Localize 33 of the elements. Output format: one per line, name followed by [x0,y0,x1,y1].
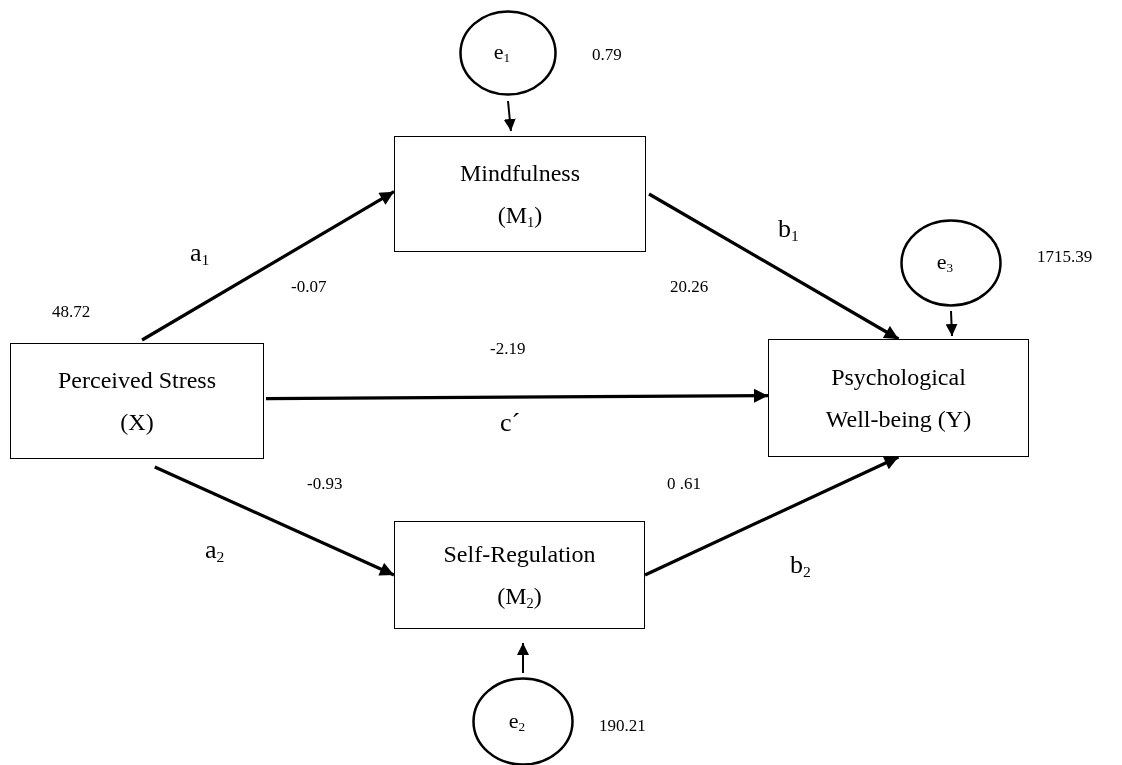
variable-label: Mindfulness (M$_{1}$) [459,159,581,232]
coefficient-value: -2.19 [490,339,526,359]
variable-label: Self-Regulation (M$_{2}$) [442,540,597,613]
variance-value: 48.72 [52,302,91,322]
path-arrow [141,190,395,342]
variable-label: Perceived Stress (X) [57,366,217,437]
variable-box [768,339,1029,457]
coefficient-value: 0 .61 [667,474,701,494]
path-arrow [266,388,768,403]
path-label: b$_{1}$ [778,214,799,245]
path-arrow [517,642,529,674]
path-arrow [644,455,900,577]
variance-value: 1715.39 [1037,247,1093,267]
coefficient-value: -0.93 [307,474,343,494]
path-label: a$_{2}$ [205,535,225,566]
path-arrow [648,192,900,341]
variable-label: e$_{3}$ [936,251,954,275]
path-arrow [945,310,958,337]
path-arrow [503,100,516,132]
variable-label: Psychological Well-being (Y) [824,363,973,434]
path-arrow [154,465,395,577]
path-label: b$_{2}$ [790,550,811,581]
variance-value: 190.21 [599,716,646,736]
variance-value: 0.79 [592,45,622,65]
path-label: c´ [500,408,521,438]
variable-label: e$_{1}$ [493,41,511,65]
coefficient-value: 20.26 [670,277,709,297]
coefficient-value: -0.07 [291,277,327,297]
variable-box [394,136,646,252]
path-label: a$_{1}$ [190,238,210,269]
variable-box [394,521,645,629]
variable-label: e$_{2}$ [508,709,526,734]
variable-box [10,343,264,459]
